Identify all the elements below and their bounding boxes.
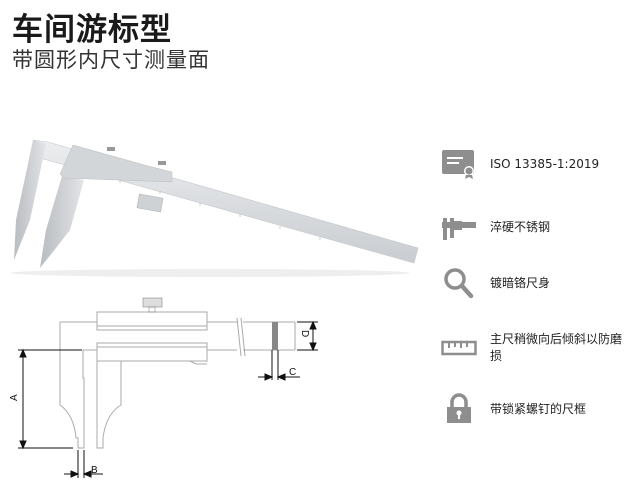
page-subtitle: 带圆形内尺寸测量面 [12, 48, 210, 72]
feature-text: 淬硬不锈钢 [490, 219, 551, 234]
caliper-photo [10, 139, 419, 277]
page-title: 车间游标型 [12, 12, 172, 48]
feature-chrome: 镀暗铬尺身 [440, 266, 550, 300]
magnifier-icon [440, 266, 478, 300]
feature-text: ISO 13385-1:2019 [490, 156, 600, 171]
feature-text: 主尺稍微向后倾斜以防磨损 [490, 332, 623, 363]
caliper-icon [440, 210, 478, 244]
feature-text: 镀暗铬尺身 [490, 275, 551, 290]
feature-lock: 带锁紧螺钉的尺框 [440, 392, 586, 426]
dimension-label-b: B [91, 465, 98, 476]
ruler-icon [440, 331, 478, 365]
feature-steel: 淬硬不锈钢 [440, 210, 550, 244]
dimension-label-a: A [9, 394, 20, 401]
feature-tilt: 主尺稍微向后倾斜以防磨损 [440, 331, 622, 365]
certificate-icon [440, 147, 478, 181]
feature-text: 带锁紧螺钉的尺框 [490, 401, 587, 416]
dimension-diagram: A B C D [9, 297, 318, 478]
feature-iso: ISO 13385-1:2019 [440, 147, 599, 181]
dimension-label-c: C [289, 367, 296, 378]
lock-icon [440, 392, 478, 426]
dimension-label-d: D [299, 330, 310, 337]
